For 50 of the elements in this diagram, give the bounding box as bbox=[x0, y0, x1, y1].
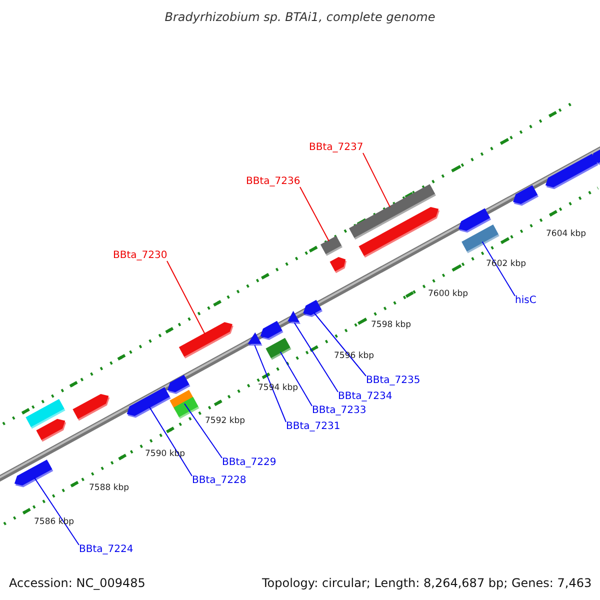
leader-line bbox=[34, 477, 80, 546]
gene-block bbox=[72, 394, 110, 421]
gene-label: BBta_7231 bbox=[286, 421, 340, 433]
gene-block bbox=[126, 387, 171, 418]
scale-label: 7598 kbp bbox=[371, 319, 412, 331]
leader-line bbox=[254, 344, 286, 422]
gene-block bbox=[303, 300, 322, 318]
gene-block bbox=[260, 320, 284, 340]
gene-block bbox=[288, 310, 300, 324]
gene-label: BBta_7234 bbox=[338, 391, 392, 403]
scale-label: 7600 kbp bbox=[428, 288, 468, 300]
gene-block bbox=[167, 374, 190, 394]
gene-label: BBta_7237 bbox=[309, 142, 364, 154]
gene-block bbox=[513, 185, 539, 206]
footer-text: Accession: NC_009485 bbox=[9, 577, 146, 589]
leader-line bbox=[300, 186, 330, 242]
scale-label: 7592 kbp bbox=[205, 415, 246, 427]
leader-line bbox=[313, 312, 366, 376]
gene-block bbox=[592, 148, 600, 165]
gene-block bbox=[36, 418, 66, 442]
leader-line bbox=[184, 403, 222, 458]
gene-label: BBta_7235 bbox=[366, 375, 420, 387]
gene-label: BBta_7233 bbox=[312, 405, 366, 417]
leader-line bbox=[294, 322, 338, 392]
leader-line bbox=[148, 406, 192, 476]
gene-block bbox=[462, 224, 500, 254]
footer-text: Topology: circular; Length: 8,264,687 bp; Genes: 7,463 bbox=[262, 577, 592, 589]
leader-line bbox=[482, 241, 516, 296]
gene-block bbox=[458, 208, 492, 233]
gene-label: BBta_7228 bbox=[192, 475, 246, 487]
leader-line bbox=[280, 351, 312, 406]
gene-label: hisC bbox=[515, 295, 536, 307]
gene-block bbox=[178, 322, 234, 358]
gene-block bbox=[266, 338, 292, 360]
gene-block bbox=[330, 256, 347, 274]
scale-label: 7588 kbp bbox=[89, 482, 130, 494]
gene-block bbox=[14, 460, 54, 488]
scale-label: 7604 kbp bbox=[546, 228, 586, 240]
leader-line bbox=[166, 260, 206, 334]
gene-block bbox=[248, 332, 262, 346]
gene-block bbox=[358, 206, 440, 258]
leader-line bbox=[362, 152, 390, 208]
gene-block bbox=[545, 154, 598, 190]
title: Bradyrhizobium sp. BTAi1, complete genome bbox=[164, 11, 436, 23]
gene-label: BBta_7224 bbox=[79, 544, 134, 556]
gene-label: BBta_7236 bbox=[246, 176, 300, 188]
gene-block bbox=[320, 236, 342, 256]
gene-label: BBta_7230 bbox=[113, 250, 168, 262]
gene-block bbox=[174, 396, 200, 419]
gene-label: BBta_7229 bbox=[222, 457, 276, 469]
